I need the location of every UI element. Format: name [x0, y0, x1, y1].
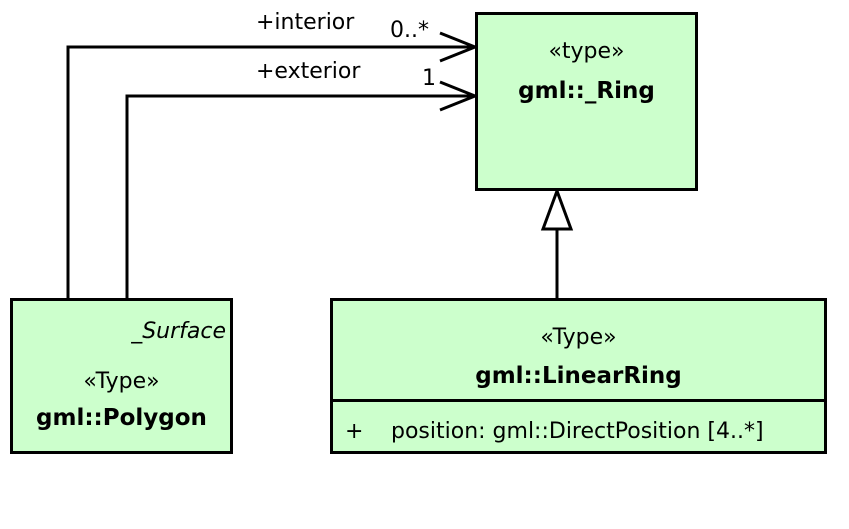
attribute-position: position: gml::DirectPosition [4..*] [391, 419, 764, 444]
class-linear-ring[interactable]: «Type» gml::LinearRing + position: gml::… [330, 298, 827, 454]
polygon-stereotype: «Type» [83, 369, 160, 394]
class-polygon[interactable]: _Surface «Type» gml::Polygon [10, 298, 233, 454]
exterior-role-label: +exterior [256, 59, 361, 84]
attribute-compartment-divider [333, 399, 824, 402]
linear-ring-class-name: gml::LinearRing [475, 363, 682, 389]
generalization-triangle [540, 186, 574, 231]
interior-multiplicity-label: 0..* [390, 18, 429, 43]
exterior-association-line[interactable] [125, 94, 475, 298]
polygon-parent-name: _Surface [131, 319, 226, 344]
linear-ring-stereotype: «Type» [540, 325, 617, 350]
ring-class-name: gml::_Ring [518, 78, 655, 104]
ring-stereotype: «type» [548, 39, 625, 64]
attribute-visibility: + [345, 419, 364, 444]
interior-role-label: +interior [256, 10, 355, 35]
polygon-class-name: gml::Polygon [36, 405, 207, 431]
class-ring[interactable]: «type» gml::_Ring [475, 12, 698, 191]
exterior-multiplicity-label: 1 [422, 66, 436, 91]
interior-association-line[interactable] [66, 45, 475, 298]
